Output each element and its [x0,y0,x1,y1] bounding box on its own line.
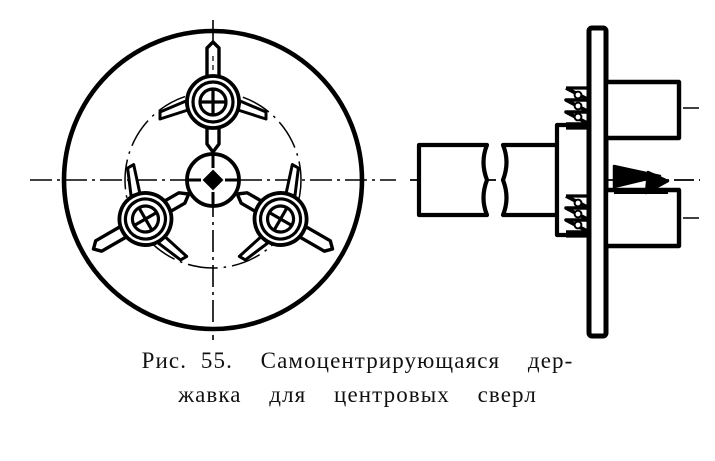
side-view [410,25,700,339]
jaw-cross-horizontal [272,206,289,232]
shank-section-left [416,142,490,218]
drill-cone-tip [644,170,670,195]
body-section-middle [500,142,560,218]
jaw-ring-middle [123,197,168,241]
central-hub [185,152,241,208]
jaw-ring-middle [191,80,235,124]
body-plate-edge [586,25,609,339]
spring-lower-coil-path [564,194,591,234]
jaw-assembly-top [158,40,268,154]
drill-cone-body [612,164,662,189]
jaw-cross-horizontal [137,206,154,232]
hub-square-socket [202,169,224,191]
spring-upper [564,86,591,130]
spring-upper-coil-1 [573,90,583,100]
jaw-block-lower [603,187,682,249]
spring-lower [564,194,591,238]
figure-caption: Рис. 55. Самоцентрирующаяся дер- жавка д… [0,344,715,412]
spring-lower-coil-3 [573,220,583,230]
spring-lower-coil-1 [573,198,583,208]
spring-upper-coil-2 [573,101,583,111]
front-view [30,20,396,340]
spring-lower-coil-2 [573,209,583,219]
spring-upper-coil-path [564,86,591,126]
jaw-assembly-bottom-right [91,163,191,262]
outer-body-circle [61,28,365,332]
jaw-ring-middle [258,197,303,241]
caption-line-2: жавка для центровых сверл [178,382,537,407]
jaw-block-upper [603,79,682,141]
caption-line-1: Рис. 55. Самоцентрирующаяся дер- [141,348,574,373]
spring-upper-coil-3 [573,112,583,122]
jaw-assembly-bottom-left [235,163,335,262]
center-drill-point [612,164,670,195]
